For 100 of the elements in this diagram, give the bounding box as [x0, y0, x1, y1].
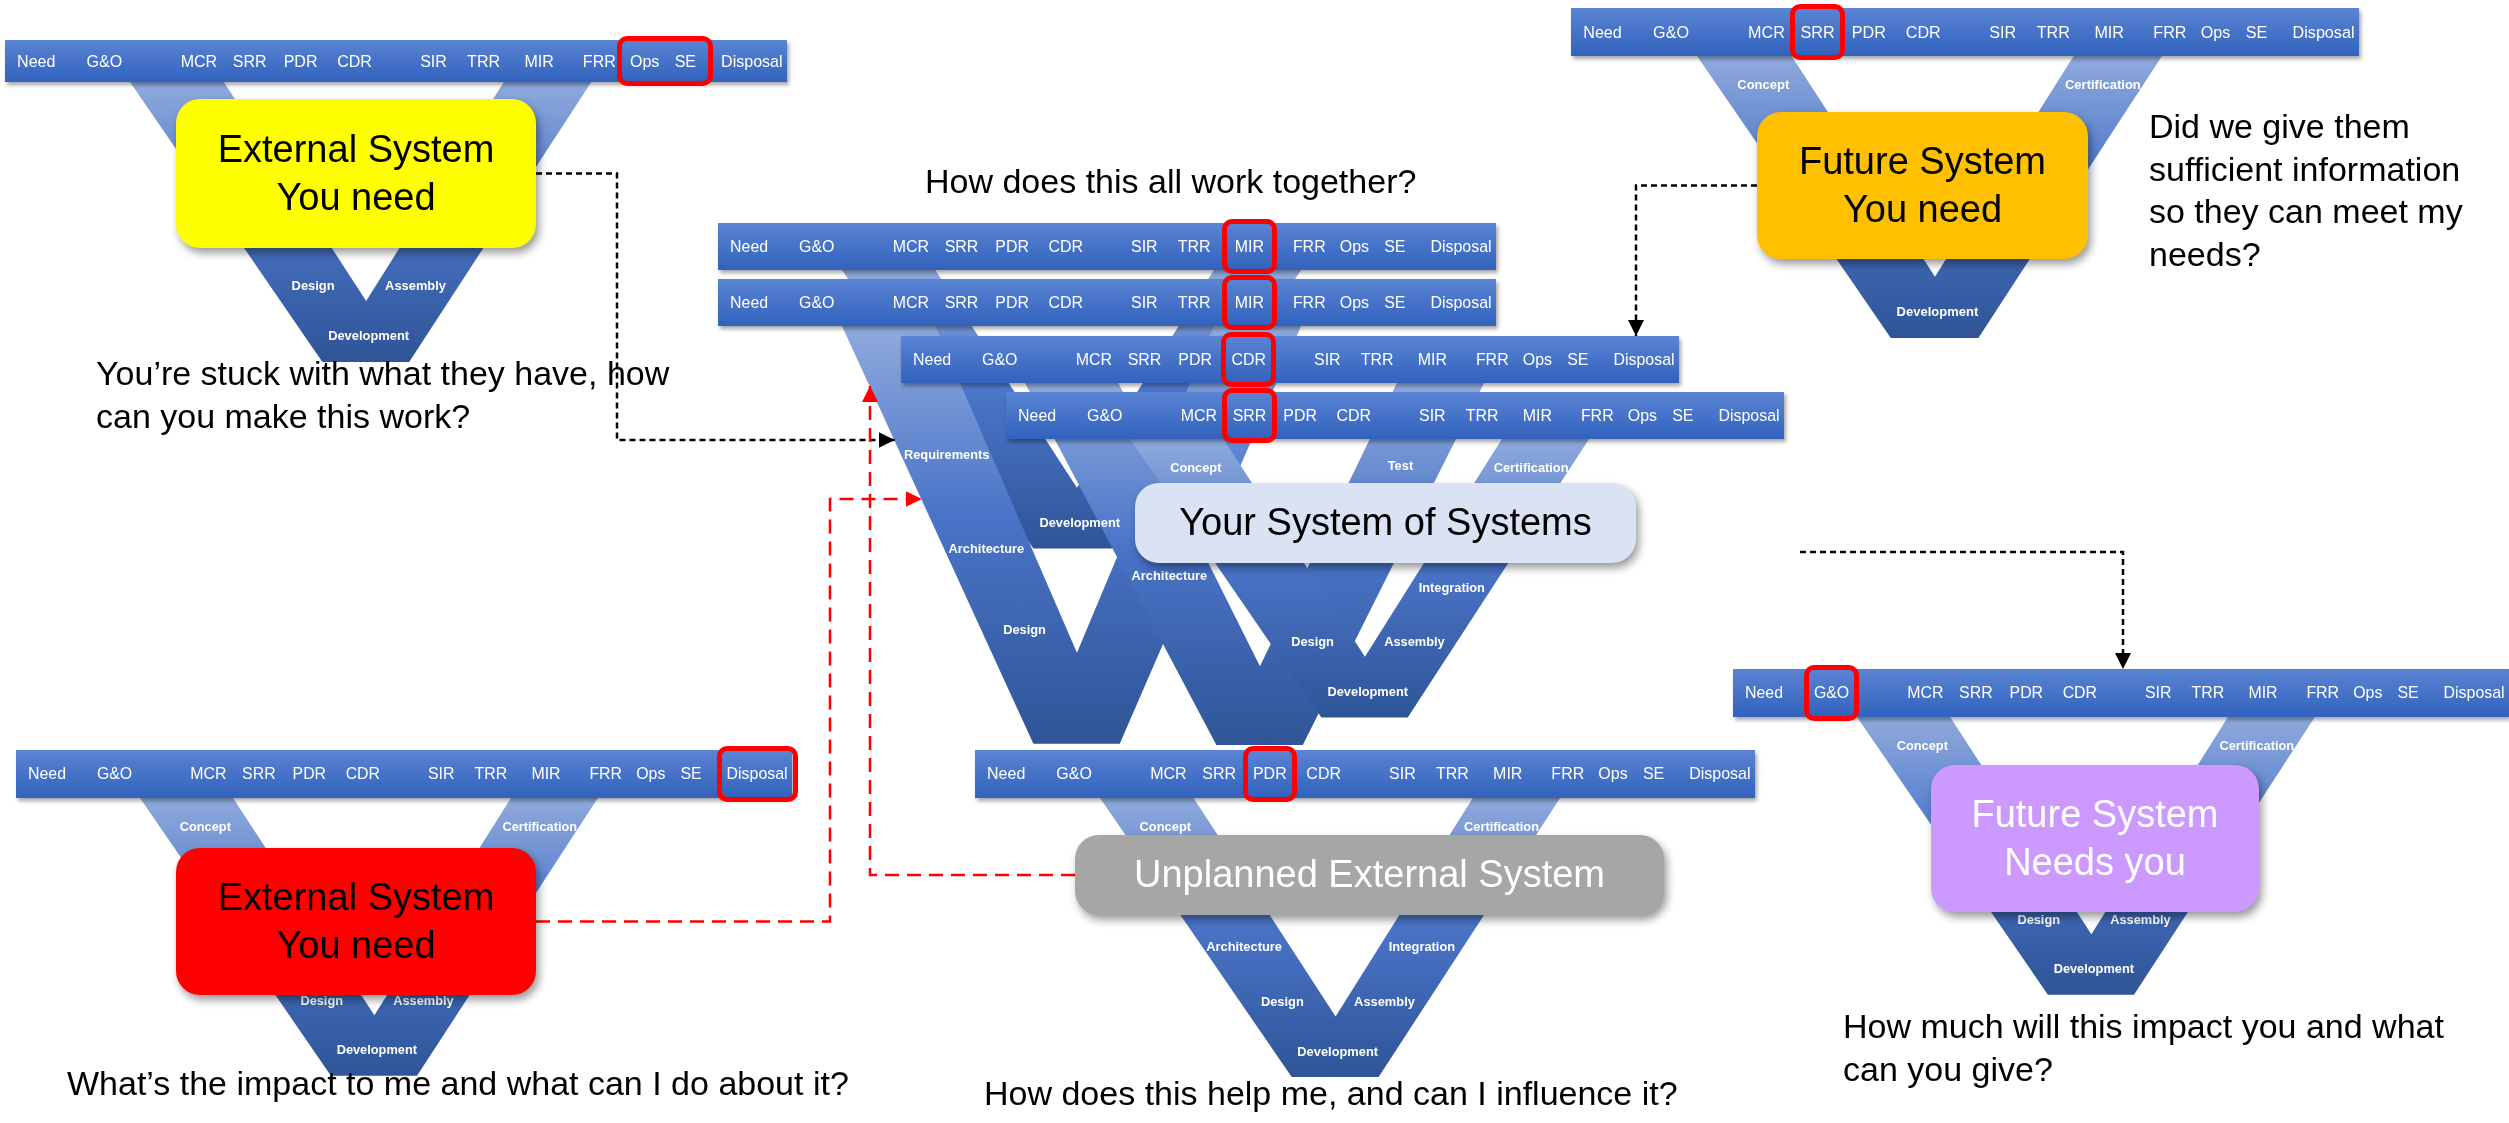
connector-arrow: [536, 491, 922, 923]
milestone-label: MIR: [1417, 350, 1447, 369]
connector-arrow: [1800, 550, 2131, 669]
milestone-label: CDR: [337, 51, 372, 71]
milestone-label: MCR: [180, 51, 218, 71]
phase-label: Integration: [1388, 938, 1456, 954]
milestone-label: CDR: [1048, 293, 1084, 312]
milestone-label: TRR: [1435, 765, 1469, 783]
milestone-label: PDR: [1178, 350, 1212, 369]
milestone-label: MCR: [1748, 22, 1785, 42]
milestone-label: MIR: [1234, 237, 1264, 256]
milestone-label: SE: [2397, 684, 2419, 702]
phase-label: Certification: [1493, 459, 1569, 475]
milestone-label: Disposal: [2292, 22, 2355, 42]
phase-label: Development: [1896, 303, 1979, 319]
question-text: How does this all work together?: [925, 161, 1418, 202]
milestone-label: PDR: [995, 293, 1029, 312]
milestone-label: FRR: [1551, 765, 1585, 783]
milestone-label: TRR: [1177, 293, 1211, 312]
milestone-label: Ops: [1339, 293, 1369, 312]
milestone-label: CDR: [345, 765, 381, 783]
milestone-label: SIR: [1989, 22, 2017, 42]
highlight-frame: [617, 36, 713, 86]
phase-label: Development: [2053, 960, 2134, 976]
milestone-label: SIR: [1419, 406, 1446, 425]
milestone-label: Disposal: [726, 765, 788, 783]
highlight-frame: [1222, 219, 1277, 274]
milestone-label: Ops: [636, 765, 666, 783]
highlight-frame: [1242, 746, 1298, 802]
milestone-label: SE: [2245, 22, 2268, 42]
callout-box: External System You need: [176, 99, 536, 248]
milestone-label: Need: [730, 293, 769, 312]
phase-label: Design: [300, 992, 344, 1008]
phase-label: Architecture: [948, 540, 1025, 556]
milestone-label: SRR: [232, 51, 267, 71]
milestone-label: Ops: [629, 51, 660, 71]
phase-label: Certification: [2064, 76, 2141, 92]
milestone-label: FRR: [589, 765, 623, 783]
question-text: You’re stuck with what they have, how can you make this work?: [96, 353, 671, 437]
milestone-label: Need: [17, 51, 56, 71]
milestone-label: TRR: [1465, 406, 1499, 425]
callout-box: Unplanned External System: [1075, 835, 1664, 915]
milestone-label: Need: [1745, 684, 1784, 702]
milestone-label: Need: [987, 765, 1026, 783]
phase-label: Development: [1039, 514, 1121, 530]
milestone-label: G&O: [1653, 22, 1689, 42]
milestone-label: Disposal: [1613, 350, 1675, 369]
milestone-label: SIR: [2145, 684, 2172, 702]
milestone-label: G&O: [982, 350, 1018, 369]
milestone-label: FRR: [1580, 406, 1614, 425]
milestone-label: MCR: [1907, 684, 1944, 702]
phase-label: Development: [1297, 1043, 1379, 1059]
phase-label: Design: [1003, 621, 1046, 637]
phase-label: Concept: [1737, 76, 1790, 92]
milestone-label: CDR: [2062, 684, 2098, 702]
phase-label: Certification: [2219, 737, 2295, 753]
milestone-label: MIR: [1234, 293, 1264, 312]
phase-label: Development: [328, 327, 410, 343]
milestone-label: TRR: [2191, 684, 2225, 702]
question-text: Did we give them sufficient information so they can meet my needs?: [2149, 106, 2464, 275]
phase-label: Assembly: [2110, 911, 2171, 927]
milestone-label: MIR: [2248, 684, 2278, 702]
phase-label: Design: [1260, 993, 1304, 1009]
milestone-label: MCR: [190, 765, 227, 783]
connector-arrow: [1628, 184, 1757, 336]
milestone-label: PDR: [1283, 406, 1317, 425]
milestone-label: Need: [1018, 406, 1057, 425]
milestone-label: MIR: [531, 765, 561, 783]
milestone-label: Disposal: [1430, 237, 1492, 256]
milestone-label: MCR: [1180, 406, 1218, 425]
milestone-label: PDR: [995, 237, 1029, 256]
milestone-label: G&O: [1813, 684, 1850, 702]
milestone-label: Ops: [2200, 22, 2231, 42]
phase-label: Development: [336, 1041, 417, 1057]
milestone-label: SE: [1672, 406, 1694, 425]
milestone-label: SE: [1384, 293, 1406, 312]
connector-arrow: [536, 172, 895, 448]
milestone-label: Ops: [2353, 684, 2383, 702]
milestone-label: G&O: [1087, 406, 1123, 425]
milestone-label: SIR: [420, 51, 447, 71]
milestone-label: SRR: [1959, 684, 1993, 702]
milestone-label: FRR: [582, 51, 616, 71]
phase-label: Architecture: [1206, 938, 1282, 954]
milestone-label: G&O: [799, 293, 835, 312]
milestone-label: SRR: [944, 237, 979, 256]
milestone-label: SIR: [1131, 293, 1158, 312]
milestone-label: TRR: [467, 51, 501, 71]
milestone-label: Ops: [1598, 765, 1628, 783]
phase-label: Assembly: [385, 277, 446, 293]
milestone-label: TRR: [474, 765, 508, 783]
phase-label: Assembly: [1384, 633, 1445, 649]
milestone-label: PDR: [2009, 684, 2044, 702]
highlight-frame: [1790, 4, 1846, 60]
milestone-label: Disposal: [2443, 684, 2505, 702]
milestone-label: FRR: [2306, 684, 2340, 702]
milestone-label: SE: [674, 51, 696, 71]
callout-box: Future System You need: [1757, 112, 2088, 259]
connector-arrow: [862, 386, 1075, 877]
milestone-label: CDR: [1231, 350, 1267, 369]
milestone-label: MIR: [1522, 406, 1552, 425]
